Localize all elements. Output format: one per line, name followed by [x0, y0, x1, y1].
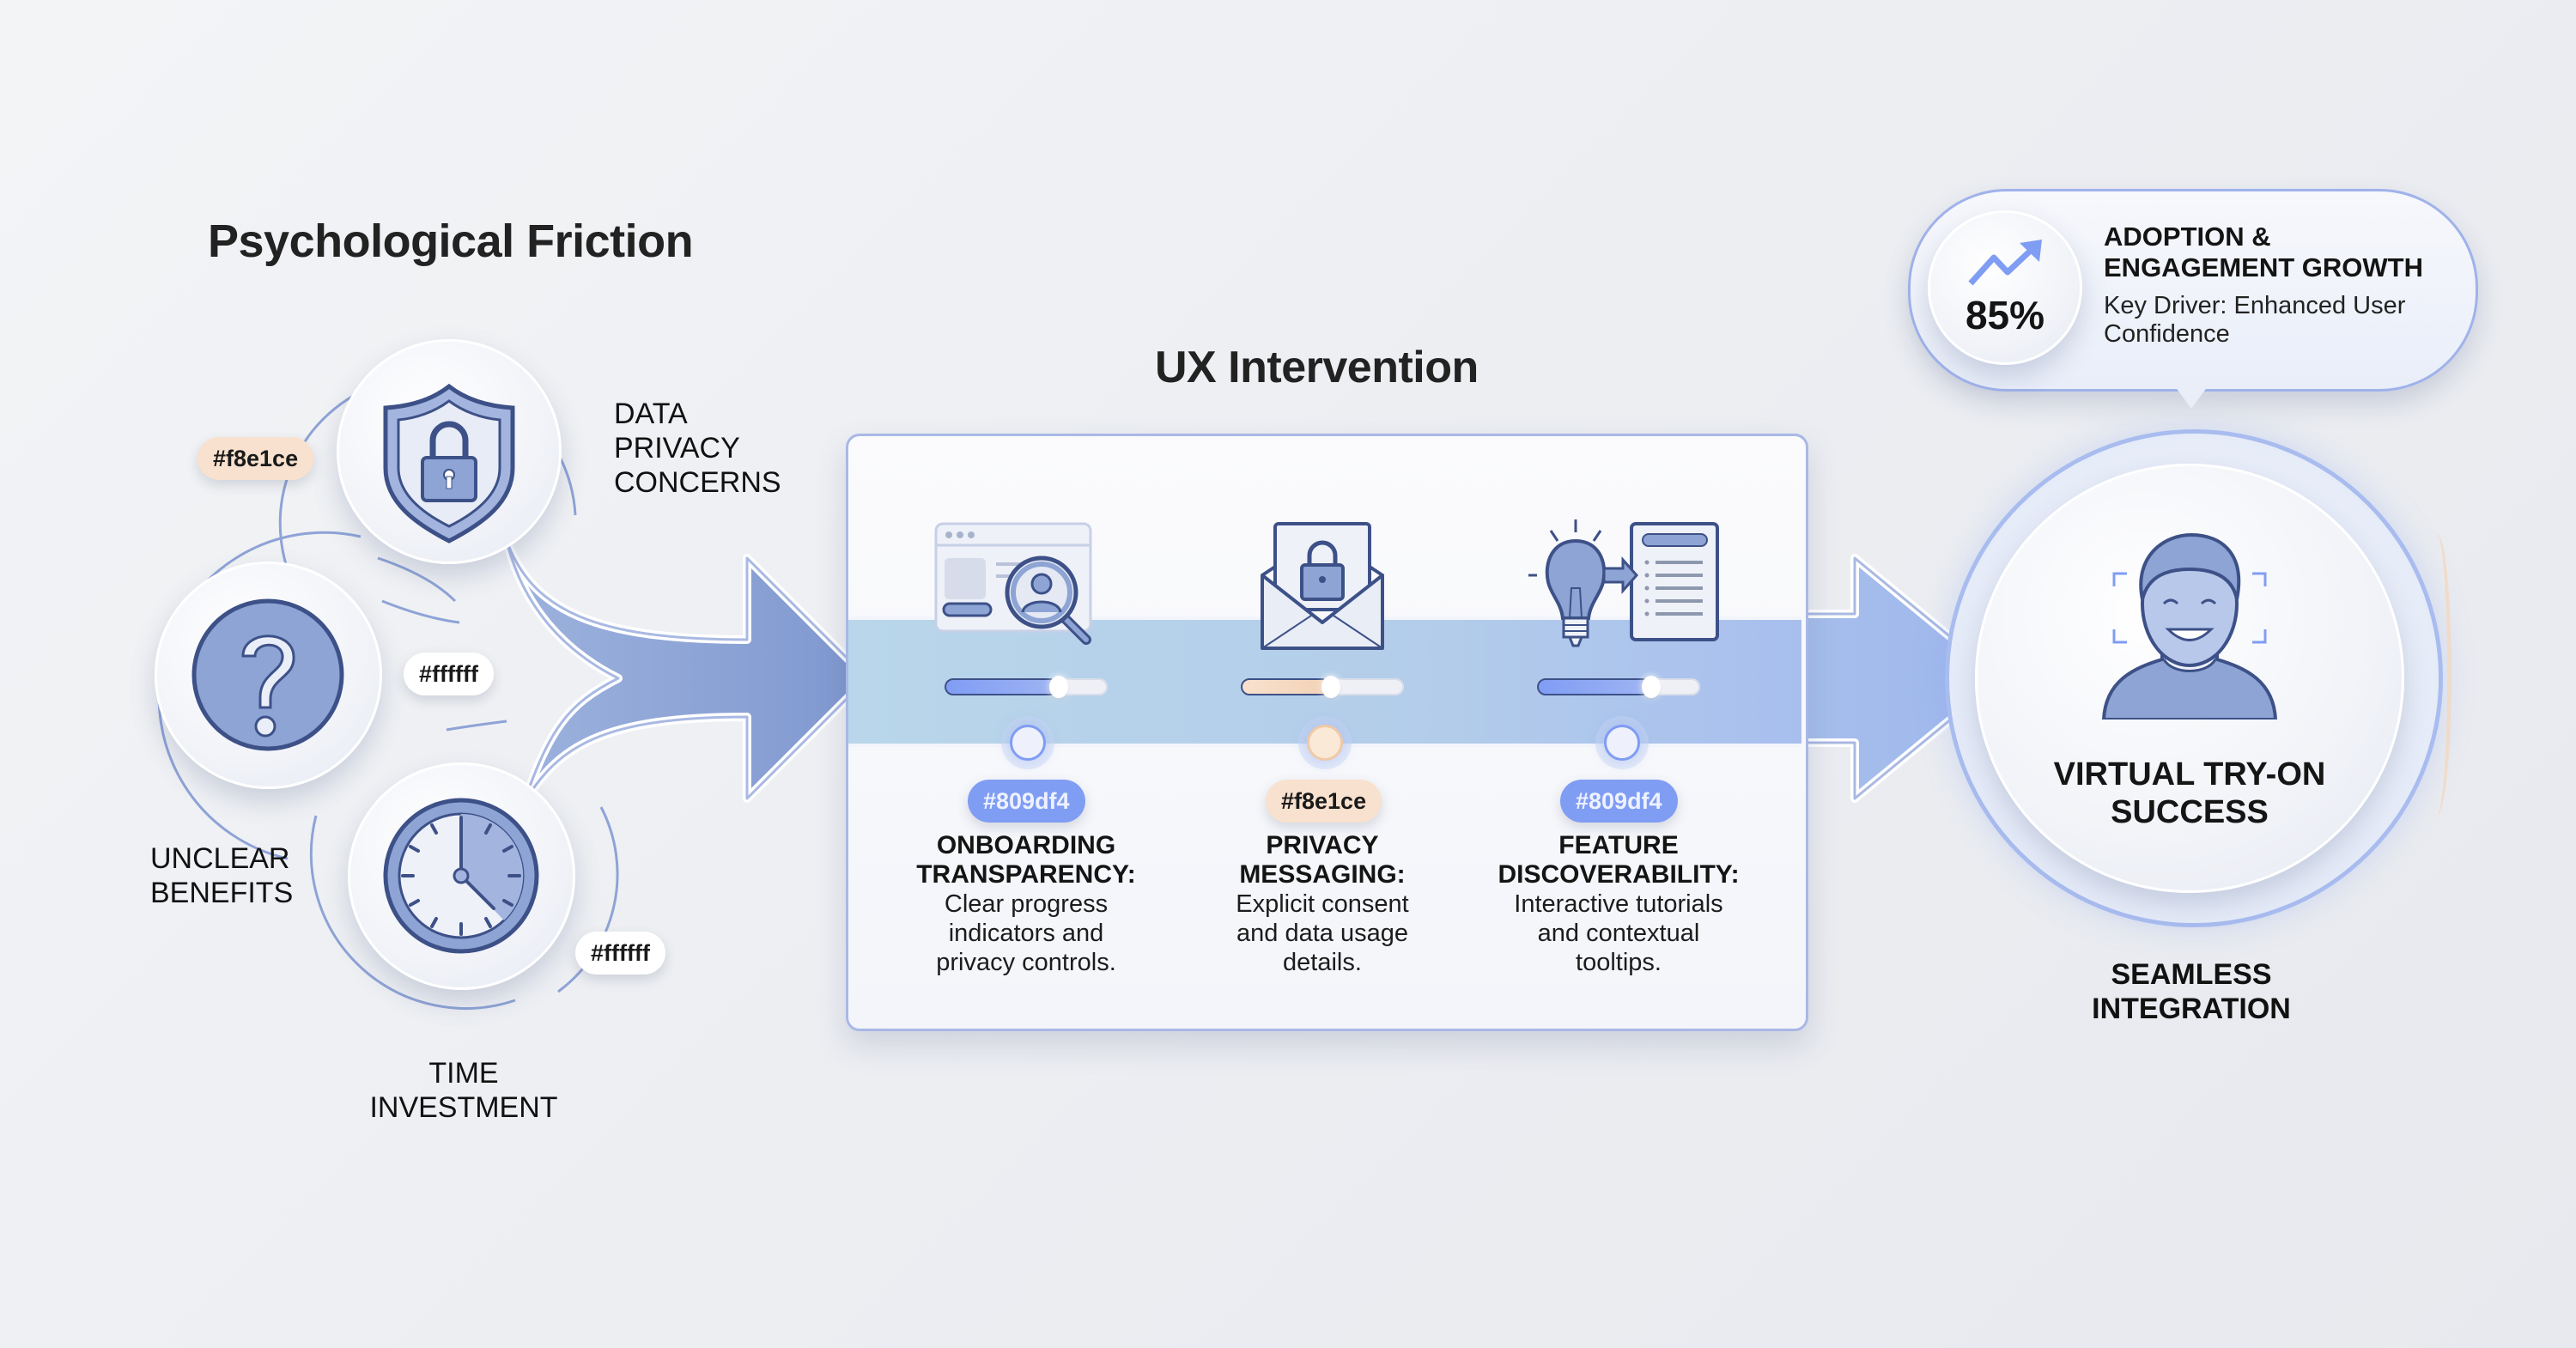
time-investment-color-badge: #ffffff — [575, 932, 665, 975]
stat-description: Key Driver: Enhanced User Confidence — [2104, 292, 2405, 349]
discoverability-progress-slider[interactable] — [1537, 676, 1700, 698]
outcome-title: VIRTUAL TRY-ON SUCCESS — [1975, 756, 2404, 831]
discoverability-color-badge: #809df4 — [1560, 780, 1678, 823]
label-line: CONCERNS — [614, 466, 781, 499]
friction-item-data-privacy — [337, 339, 562, 564]
title-line: MESSAGING: — [1239, 860, 1406, 889]
stat-title: ADOPTION & ENGAGEMENT GROWTH — [2104, 222, 2423, 283]
desc-line: Interactive tutorials — [1514, 890, 1723, 918]
slider-knob[interactable] — [1049, 676, 1068, 698]
title-line: TRANSPARENCY: — [916, 860, 1136, 889]
desc-line: Explicit consent — [1236, 890, 1409, 918]
clock-icon — [383, 798, 539, 954]
desc-line: Clear progress — [944, 890, 1109, 918]
time-investment-label: TIME INVESTMENT — [361, 1056, 567, 1125]
title-line: PRIVACY — [1266, 831, 1379, 859]
title-line: VIRTUAL TRY-ON — [2053, 756, 2326, 792]
desc-line: Key Driver: Enhanced User — [2104, 292, 2406, 319]
label-line: DATA — [614, 398, 688, 430]
desc-line: and contextual — [1537, 920, 1700, 947]
stat-value: 85% — [1965, 293, 2045, 337]
stat-callout-tail — [2172, 383, 2210, 409]
onboarding-color-badge: #809df4 — [968, 780, 1085, 823]
shield-lock-icon — [383, 383, 515, 543]
label-line: PRIVACY — [614, 432, 740, 465]
timeline-node-discoverability — [1604, 725, 1640, 761]
title-line: ADOPTION & — [2104, 222, 2271, 252]
data-privacy-label: DATA PRIVACY CONCERNS — [614, 397, 781, 500]
outcome-halo-accent — [2421, 532, 2451, 816]
desc-line: privacy controls. — [936, 949, 1116, 976]
privacy-color-badge: #f8e1ce — [1266, 780, 1382, 823]
title-line: SUCCESS — [2111, 794, 2269, 830]
desc-line: details. — [1283, 949, 1362, 976]
title-line: ENGAGEMENT GROWTH — [2104, 252, 2423, 282]
subtitle-line: SEAMLESS — [2111, 958, 2272, 991]
unclear-benefits-color-badge: #ffffff — [404, 653, 494, 695]
smiling-user-face-scan-icon — [2101, 532, 2278, 720]
slider-fill — [1241, 678, 1331, 695]
privacy-progress-slider[interactable] — [1241, 676, 1404, 698]
question-mark-icon — [191, 598, 344, 751]
trend-up-arrow-icon — [1968, 240, 2042, 286]
slider-knob[interactable] — [1321, 676, 1340, 698]
title-line: ONBOARDING — [936, 831, 1116, 859]
data-privacy-color-badge: #f8e1ce — [197, 437, 314, 480]
browser-search-user-icon — [934, 522, 1092, 645]
outcome-circle: VIRTUAL TRY-ON SUCCESS — [1975, 464, 2404, 893]
label-line: TIME — [428, 1057, 499, 1090]
title-line: FEATURE — [1558, 831, 1679, 859]
outcome-subtitle: SEAMLESS INTEGRATION — [2063, 957, 2320, 1026]
onboarding-progress-slider[interactable] — [945, 676, 1108, 698]
subtitle-line: INTEGRATION — [2092, 993, 2291, 1025]
desc-line: indicators and — [948, 920, 1104, 947]
intervention-title: UX Intervention — [1155, 343, 1479, 392]
envelope-lock-icon — [1261, 522, 1384, 650]
stat-value-disc: 85% — [1928, 210, 2082, 365]
label-line: BENEFITS — [150, 877, 294, 909]
slider-knob[interactable] — [1642, 676, 1661, 698]
label-line: UNCLEAR — [150, 842, 290, 875]
desc-line: tooltips. — [1576, 949, 1662, 976]
desc-line: Confidence — [2104, 320, 2230, 348]
desc-line: and data usage — [1236, 920, 1408, 947]
friction-item-unclear-benefits — [155, 562, 382, 789]
timeline-node-privacy — [1307, 725, 1343, 761]
friction-item-time-investment — [348, 762, 575, 990]
lightbulb-checklist-icon — [1528, 519, 1719, 647]
unclear-benefits-label: UNCLEAR BENEFITS — [150, 841, 294, 910]
friction-title: Psychological Friction — [208, 216, 694, 267]
timeline-node-onboarding — [1010, 725, 1046, 761]
title-line: DISCOVERABILITY: — [1498, 860, 1740, 889]
label-line: INVESTMENT — [369, 1091, 558, 1124]
slider-fill — [945, 678, 1059, 695]
slider-fill — [1537, 678, 1651, 695]
